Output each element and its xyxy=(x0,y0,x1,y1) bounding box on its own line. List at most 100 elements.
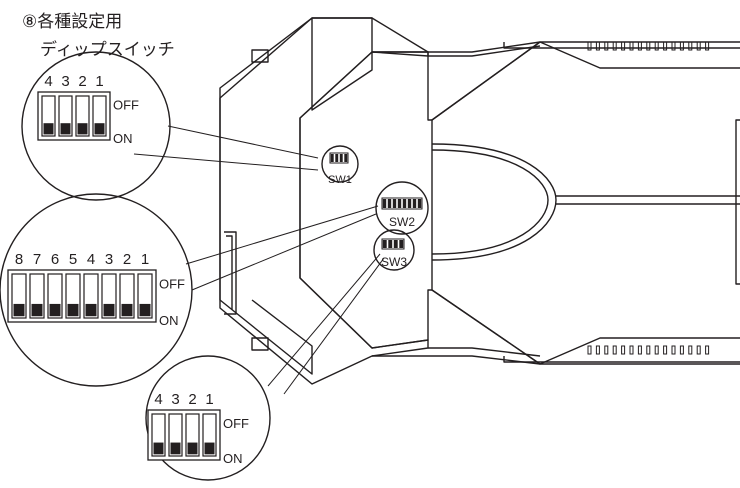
position-number: 3 xyxy=(105,251,113,268)
mini-switch-lever xyxy=(382,240,387,248)
connector-pin xyxy=(604,345,609,355)
switch-lever-on xyxy=(103,303,115,317)
title-line-1: ⑧各種設定用 xyxy=(22,12,123,32)
mini-switch-lever xyxy=(335,154,339,162)
mini-switch-lever xyxy=(402,199,407,208)
sw3-mini-switch xyxy=(381,238,405,250)
position-number: 4 xyxy=(87,251,95,268)
switch-lever-on xyxy=(121,303,133,317)
switch-lever-on xyxy=(204,442,215,455)
connector-pin xyxy=(654,345,659,355)
connector-pin xyxy=(629,345,634,355)
position-number: 2 xyxy=(123,251,131,268)
on-label: ON xyxy=(223,451,243,466)
leader-lines xyxy=(133,125,385,395)
connector-pin xyxy=(612,345,617,355)
mini-switch-lever xyxy=(339,154,343,162)
off-label: OFF xyxy=(113,97,139,112)
connector-pin xyxy=(671,345,676,355)
sw2-mini-switch xyxy=(381,197,423,210)
switch-lever-on xyxy=(67,303,79,317)
sw1-marker-circle xyxy=(321,145,359,183)
connector-pin xyxy=(679,41,684,51)
switch-lever-on xyxy=(153,442,164,455)
connector-pin xyxy=(705,41,710,51)
connector-pin xyxy=(654,41,659,51)
connector-pin xyxy=(604,41,609,51)
mini-switch-body xyxy=(381,238,405,250)
connector-pin xyxy=(646,41,651,51)
connector-pin xyxy=(587,345,592,355)
position-number: 1 xyxy=(205,391,213,408)
sw2-callout-circle xyxy=(0,193,193,387)
connector-pin xyxy=(587,41,592,51)
connector-pin xyxy=(621,345,626,355)
mini-switch-lever xyxy=(387,199,392,208)
position-number: 3 xyxy=(61,73,69,90)
sw3-callout-circle xyxy=(145,355,271,481)
connector-pin xyxy=(621,41,626,51)
top-rail xyxy=(372,41,740,53)
sw3-marker-label: SW3 xyxy=(381,255,407,269)
sw2-marker-circle xyxy=(375,181,429,235)
switch-lever-on xyxy=(13,303,25,317)
connector-pin xyxy=(612,41,617,51)
position-number: 6 xyxy=(51,251,59,268)
mini-switch-body xyxy=(329,152,349,164)
sw1-callout-circle xyxy=(21,51,171,201)
left-top-tab xyxy=(251,49,269,63)
sw1-marker-label: SW1 xyxy=(328,174,352,186)
switch-lever-on xyxy=(49,303,61,317)
on-label: ON xyxy=(159,313,179,328)
mini-switch-lever xyxy=(344,154,348,162)
device-right-body xyxy=(431,41,740,121)
connector-pin xyxy=(637,345,642,355)
position-number: 4 xyxy=(44,73,52,90)
switch-lever-on xyxy=(43,123,54,135)
connector-pin xyxy=(629,41,634,51)
connector-pin xyxy=(696,345,701,355)
mini-switch-lever xyxy=(392,199,397,208)
position-number: 7 xyxy=(33,251,41,268)
connector-pin xyxy=(688,345,693,355)
switch-lever-on xyxy=(187,442,198,455)
cable-arc xyxy=(431,149,549,255)
connector-pin xyxy=(705,345,710,355)
connector-pin xyxy=(646,345,651,355)
mini-switch-lever xyxy=(393,240,398,248)
mini-switch-lever xyxy=(397,199,402,208)
position-number: 2 xyxy=(78,73,86,90)
position-number: 1 xyxy=(141,251,149,268)
on-label: ON xyxy=(113,131,133,146)
sw3-marker-circle xyxy=(373,229,415,271)
switch-lever-on xyxy=(94,123,105,135)
mini-switch-lever xyxy=(417,199,422,208)
switch-lever-on xyxy=(60,123,71,135)
left-bottom-tab xyxy=(251,337,269,351)
connector-pin xyxy=(663,345,668,355)
left-side-slot xyxy=(224,231,237,315)
mini-switch-lever xyxy=(382,199,387,208)
off-label: OFF xyxy=(159,277,185,292)
title-line-2: ディップスイッチ xyxy=(40,40,175,60)
switch-lever-on xyxy=(139,303,151,317)
position-number: 8 xyxy=(15,251,23,268)
switch-lever-on xyxy=(170,442,181,455)
connector-pin xyxy=(671,41,676,51)
top-connector-pins xyxy=(587,41,710,51)
connector-pin xyxy=(637,41,642,51)
mini-switch-lever xyxy=(399,240,404,248)
position-number: 3 xyxy=(171,391,179,408)
position-number: 5 xyxy=(69,251,77,268)
right-window xyxy=(735,119,740,285)
connector-pin xyxy=(688,41,693,51)
sw2-marker-label: SW2 xyxy=(389,215,415,229)
mini-switch-lever xyxy=(412,199,417,208)
sw1-mini-switch xyxy=(329,152,349,164)
connector-pin xyxy=(595,345,600,355)
bottom-connector-pins xyxy=(587,345,710,355)
bottom-rail xyxy=(372,355,740,365)
